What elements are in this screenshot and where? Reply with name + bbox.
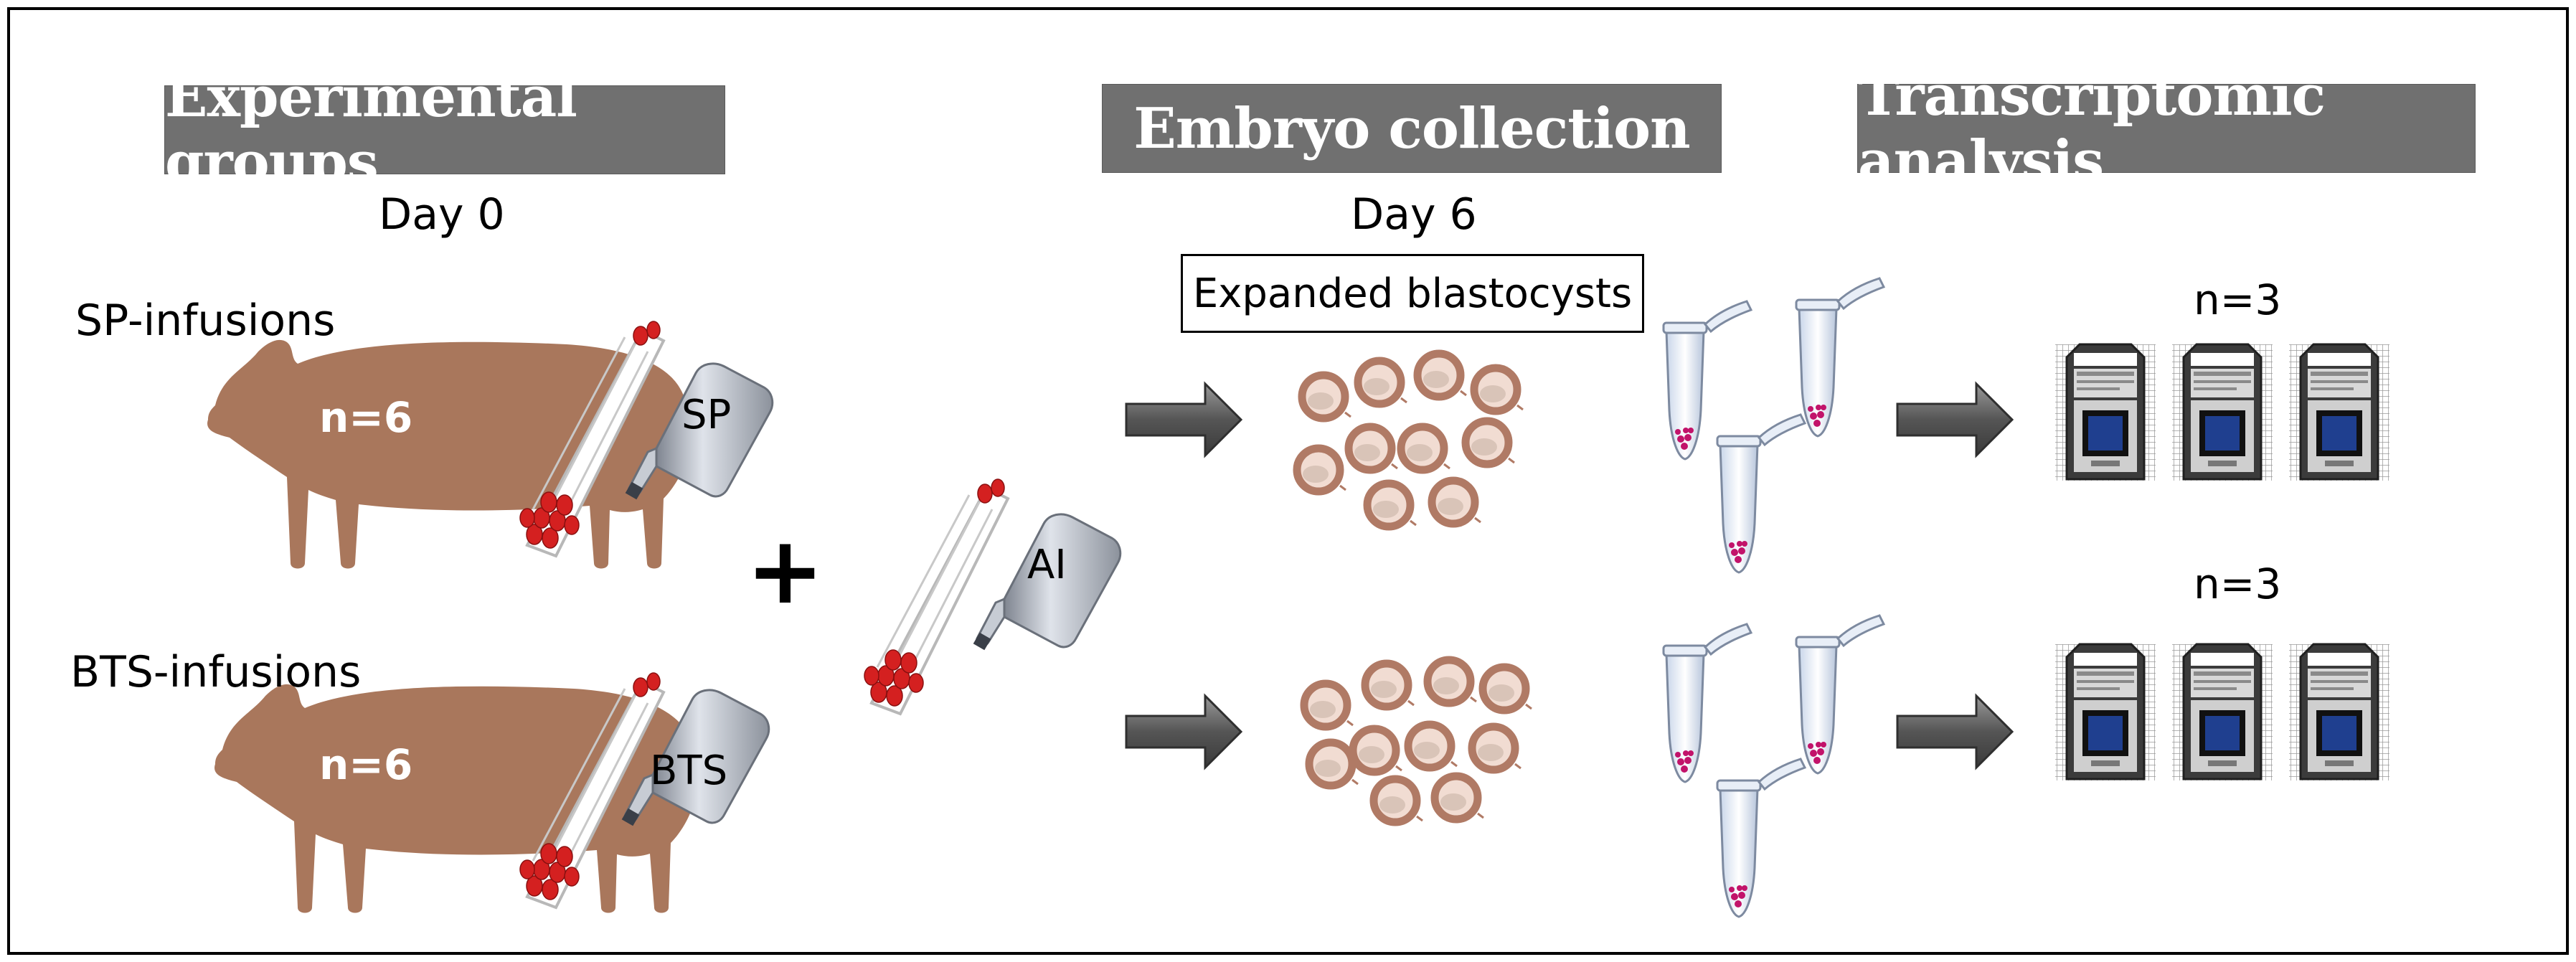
header-transcriptomic-analysis: Transcriptomic analysis xyxy=(1858,63,2475,194)
embryos-bottom-group xyxy=(1304,660,1532,822)
day-6-label: Day 6 xyxy=(1351,189,1477,240)
arrow-top-analysis xyxy=(1896,382,2014,457)
top-array-n-label: n=3 xyxy=(2194,275,2282,324)
bottom-array-n-label: n=3 xyxy=(2194,560,2282,608)
header-embryo-collection: Embryo collection xyxy=(1103,85,1721,172)
microarray-bottom-group xyxy=(2054,643,2391,782)
header-experimental-groups: Experimental groups xyxy=(165,65,725,195)
outer-frame xyxy=(7,7,2569,955)
arrow-bottom-embryo xyxy=(1125,694,1242,769)
sp-infusions-label: SP-infusions xyxy=(75,296,336,346)
arrow-top-embryo xyxy=(1125,382,1242,457)
ai-vial-label: AI xyxy=(1027,542,1067,588)
bts-vial-label: BTS xyxy=(650,748,728,794)
sp-n-label: n=6 xyxy=(319,393,413,442)
microarray-top-group xyxy=(2054,343,2391,482)
day-0-label: Day 0 xyxy=(379,189,505,240)
expanded-blastocysts-box: Expanded blastocysts xyxy=(1181,254,1644,333)
embryos-top-group xyxy=(1297,354,1523,527)
plus-symbol: + xyxy=(746,516,824,625)
tubes-bottom-group xyxy=(1662,614,1885,918)
sp-vial-label: SP xyxy=(681,392,732,438)
arrow-bottom-analysis xyxy=(1896,694,2014,769)
bts-n-label: n=6 xyxy=(319,740,413,789)
tubes-top-group xyxy=(1662,277,1885,574)
bts-infusions-label: BTS-infusions xyxy=(70,647,362,697)
sperm-ai-illustration xyxy=(863,478,1009,715)
